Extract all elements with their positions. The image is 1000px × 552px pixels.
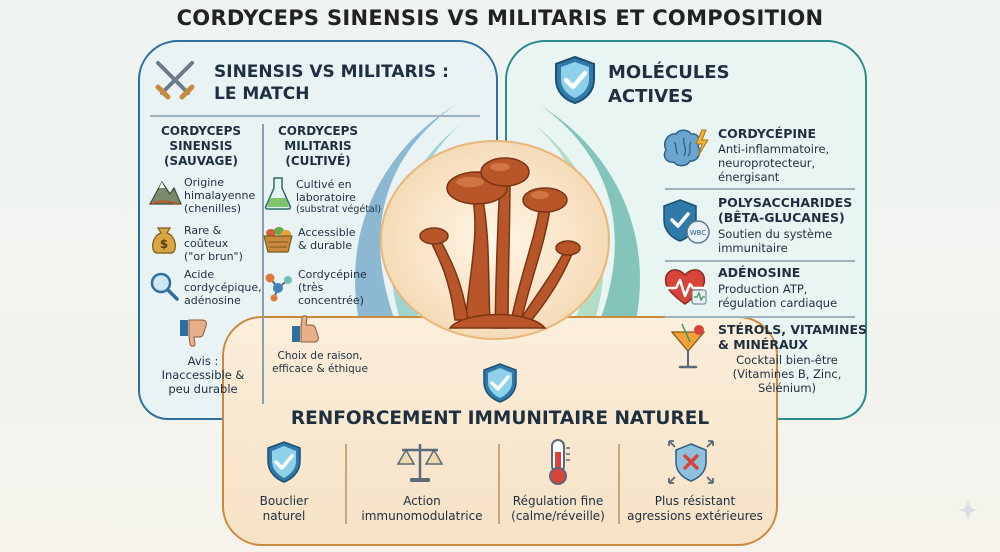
militaris-lab-text: Cultivé en laboratoire (substrat végétal…: [296, 178, 382, 215]
sinensis-verdict-text: Avis : Inaccessible & peu durable: [161, 354, 245, 396]
wbc-badge: WBC: [690, 229, 707, 237]
shield-natural-label: Bouclier naturel: [259, 494, 309, 523]
column-divider: [262, 124, 264, 404]
adenosine-name: ADÉNOSINE: [718, 265, 801, 280]
balance-scale-icon: [396, 444, 444, 482]
shield-check-icon: [555, 55, 595, 105]
basket-icon: [263, 227, 293, 253]
molecule-divider: [665, 260, 855, 262]
molecule-divider: [665, 316, 855, 318]
adenosine-desc: Production ATP, régulation cardiaque: [718, 282, 838, 310]
thumbs-down-icon: [180, 319, 207, 347]
militaris-accessible-text: Accessible & durable: [298, 226, 356, 252]
cordycepine-desc: Anti-inflammatoire, neuroprotecteur, éne…: [718, 142, 830, 184]
svg-text:$: $: [160, 237, 168, 251]
militaris-verdict-text: Choix de raison, efficace & éthique: [272, 350, 368, 375]
flask-icon: [264, 177, 292, 210]
bottom-divider: [345, 444, 347, 524]
polysaccharides-desc: Soutien du système immunitaire: [718, 227, 833, 255]
militaris-cordycepin-text: Cordycépine (très concentrée): [298, 268, 367, 307]
cocktail-icon: [670, 323, 706, 369]
resistance-label: Plus résistant agressions extérieures: [627, 494, 763, 523]
bottom-divider: [498, 444, 500, 524]
mountain-icon: [148, 180, 182, 205]
crossed-swords-icon: [155, 61, 195, 100]
sterols-name: STÉROLS, VITAMINES & MINÉRAUX: [718, 322, 868, 352]
cordycepine-name: CORDYCÉPINE: [718, 126, 817, 141]
molecule-divider: [665, 188, 855, 190]
panel-immune-boost: [222, 316, 778, 546]
polysaccharides-name: POLYSACCHARIDES (BÊTA-GLUCANES): [718, 195, 853, 225]
sterols-desc: Cocktail bien-être (Vitamines B, Zinc, S…: [732, 353, 842, 395]
money-bag-icon: $: [151, 227, 177, 254]
immune-boost-title: RENFORCEMENT IMMUNITAIRE NATUREL: [290, 408, 710, 429]
left-panel-heading: SINENSIS VS MILITARIS : LE MATCH: [214, 62, 449, 104]
cordyceps-mushroom-icon: [419, 157, 581, 329]
shield-check-icon: [483, 363, 517, 403]
heart-pulse-icon: [664, 269, 707, 305]
sinensis-cost-text: Rare & coûteux ("or brun"): [184, 224, 243, 263]
right-panel-heading: MOLÉCULES ACTIVES: [608, 62, 730, 107]
fine-regulation-label: Régulation fine (calme/réveille): [511, 494, 605, 523]
sinensis-origin-text: Origine himalayenne (chenilles): [184, 176, 256, 215]
bottom-divider: [618, 444, 620, 524]
magnifier-icon: [150, 272, 179, 301]
immunomodulation-label: Action immunomodulatrice: [361, 494, 483, 523]
molecule-icon: [265, 273, 292, 302]
shield-wbc-icon: WBC: [663, 199, 710, 244]
page-title: CORDYCEPS SINENSIS VS MILITARIS ET COMPO…: [176, 6, 824, 30]
sinensis-column-heading: CORDYCEPS SINENSIS (SAUVAGE): [160, 124, 242, 168]
thumbs-up-icon: [292, 315, 319, 343]
militaris-column-heading: CORDYCEPS MILITARIS (CULTIVÉ): [277, 124, 359, 168]
shield-x-arrows-icon: [668, 440, 714, 484]
left-header-divider: [150, 115, 480, 117]
sparkle-icon: [957, 499, 979, 521]
shield-check-icon: [267, 441, 301, 483]
brain-lightning-icon: [663, 129, 709, 167]
sinensis-compounds-text: Acide cordycépique, adénosine: [184, 268, 262, 307]
thermometer-icon: [549, 439, 570, 485]
